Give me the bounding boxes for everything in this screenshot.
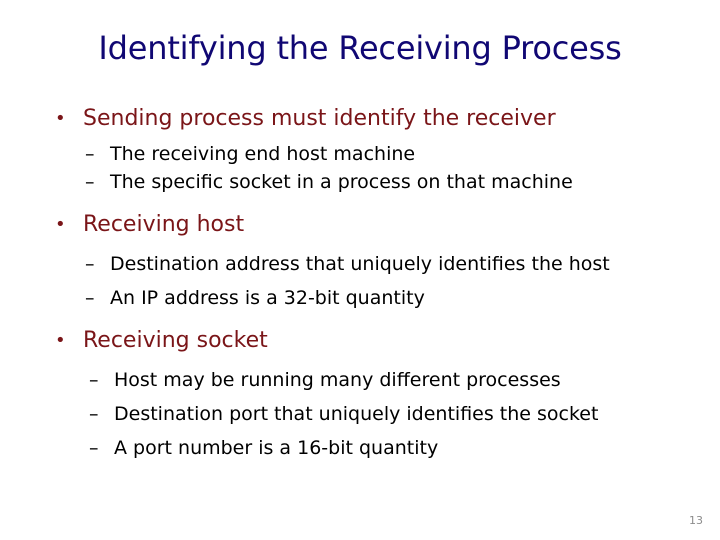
bullet-level2-label: The specific socket in a process on that… [110, 171, 573, 193]
bullet-dot-icon: • [55, 108, 66, 129]
bullet-group: • Receiving host – Destination address t… [0, 210, 720, 312]
bullet-level1-label: Receiving host [83, 212, 245, 237]
bullet-level2: – A port number is a 16-bit quantity [0, 434, 720, 462]
bullet-level2-label: An IP address is a 32-bit quantity [110, 287, 425, 309]
bullet-dot-icon: • [55, 330, 66, 351]
bullet-level2: – Host may be running many different pro… [0, 366, 720, 394]
bullet-group: • Sending process must identify the rece… [0, 104, 720, 196]
bullet-dot-icon: • [55, 214, 66, 235]
bullet-dash-icon: – [85, 287, 95, 309]
spacer [0, 240, 720, 250]
bullet-level2-label: The receiving end host machine [110, 143, 416, 165]
bullet-level2: – The receiving end host machine [0, 140, 720, 168]
bullet-level1: • Receiving host [0, 210, 720, 240]
bullet-level2-label: A port number is a 16-bit quantity [114, 437, 439, 459]
bullet-dash-icon: – [89, 403, 99, 425]
bullet-level1-label: Receiving socket [83, 328, 268, 353]
spacer [0, 196, 720, 210]
bullet-level2-label: Destination address that uniquely identi… [110, 253, 610, 275]
bullet-level2: – Destination address that uniquely iden… [0, 250, 720, 278]
bullet-group: • Receiving socket – Host may be running… [0, 326, 720, 462]
bullet-level2-label: Host may be running many different proce… [114, 369, 561, 391]
bullet-level1: • Receiving socket [0, 326, 720, 356]
bullet-dash-icon: – [85, 143, 95, 165]
bullet-level1-label: Sending process must identify the receiv… [83, 106, 556, 131]
bullet-level2: – An IP address is a 32-bit quantity [0, 284, 720, 312]
bullet-dash-icon: – [85, 171, 95, 193]
bullet-dash-icon: – [85, 253, 95, 275]
spacer [0, 356, 720, 366]
page-number: 13 [689, 514, 703, 527]
bullet-level2: – Destination port that uniquely identif… [0, 400, 720, 428]
bullet-dash-icon: – [89, 369, 99, 391]
slide-body: • Sending process must identify the rece… [0, 104, 720, 462]
bullet-level2-label: Destination port that uniquely identifie… [114, 403, 599, 425]
spacer [0, 312, 720, 326]
bullet-level1: • Sending process must identify the rece… [0, 104, 720, 134]
bullet-dash-icon: – [89, 437, 99, 459]
page-title: Identifying the Receiving Process [98, 29, 622, 67]
bullet-level2: – The specific socket in a process on th… [0, 168, 720, 196]
